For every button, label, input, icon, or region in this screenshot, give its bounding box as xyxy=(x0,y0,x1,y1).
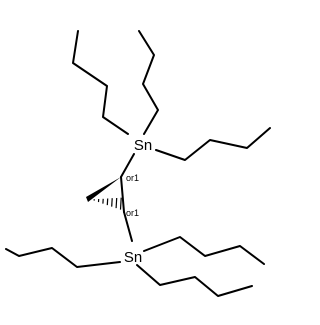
atom-label-sn-bottom: Sn xyxy=(124,249,142,266)
ring-hashed-bond xyxy=(93,197,122,210)
atom-label-sn-top: Sn xyxy=(134,137,152,154)
ring-bond-c1-c2 xyxy=(120,176,125,213)
butyl-chain-bottom-left xyxy=(5,247,121,268)
stereo-label-c2: or1 xyxy=(126,208,139,218)
stereo-label-c1: or1 xyxy=(126,173,139,183)
butyl-chain-bottom-lower xyxy=(136,264,253,297)
butyl-chain-top-right xyxy=(138,30,159,135)
ring-wedge-bond xyxy=(86,177,121,202)
butyl-chain-top-left xyxy=(72,30,129,135)
molecule-structure: Sn Sn or1 or1 xyxy=(5,30,271,297)
bond-c2-sn-bottom xyxy=(123,211,133,242)
butyl-chain-bottom-right xyxy=(143,236,265,265)
butyl-chain-top-lower xyxy=(155,127,271,161)
structure-canvas: Sn Sn or1 or1 xyxy=(5,30,271,297)
bond-sn-top-c1 xyxy=(120,153,135,178)
